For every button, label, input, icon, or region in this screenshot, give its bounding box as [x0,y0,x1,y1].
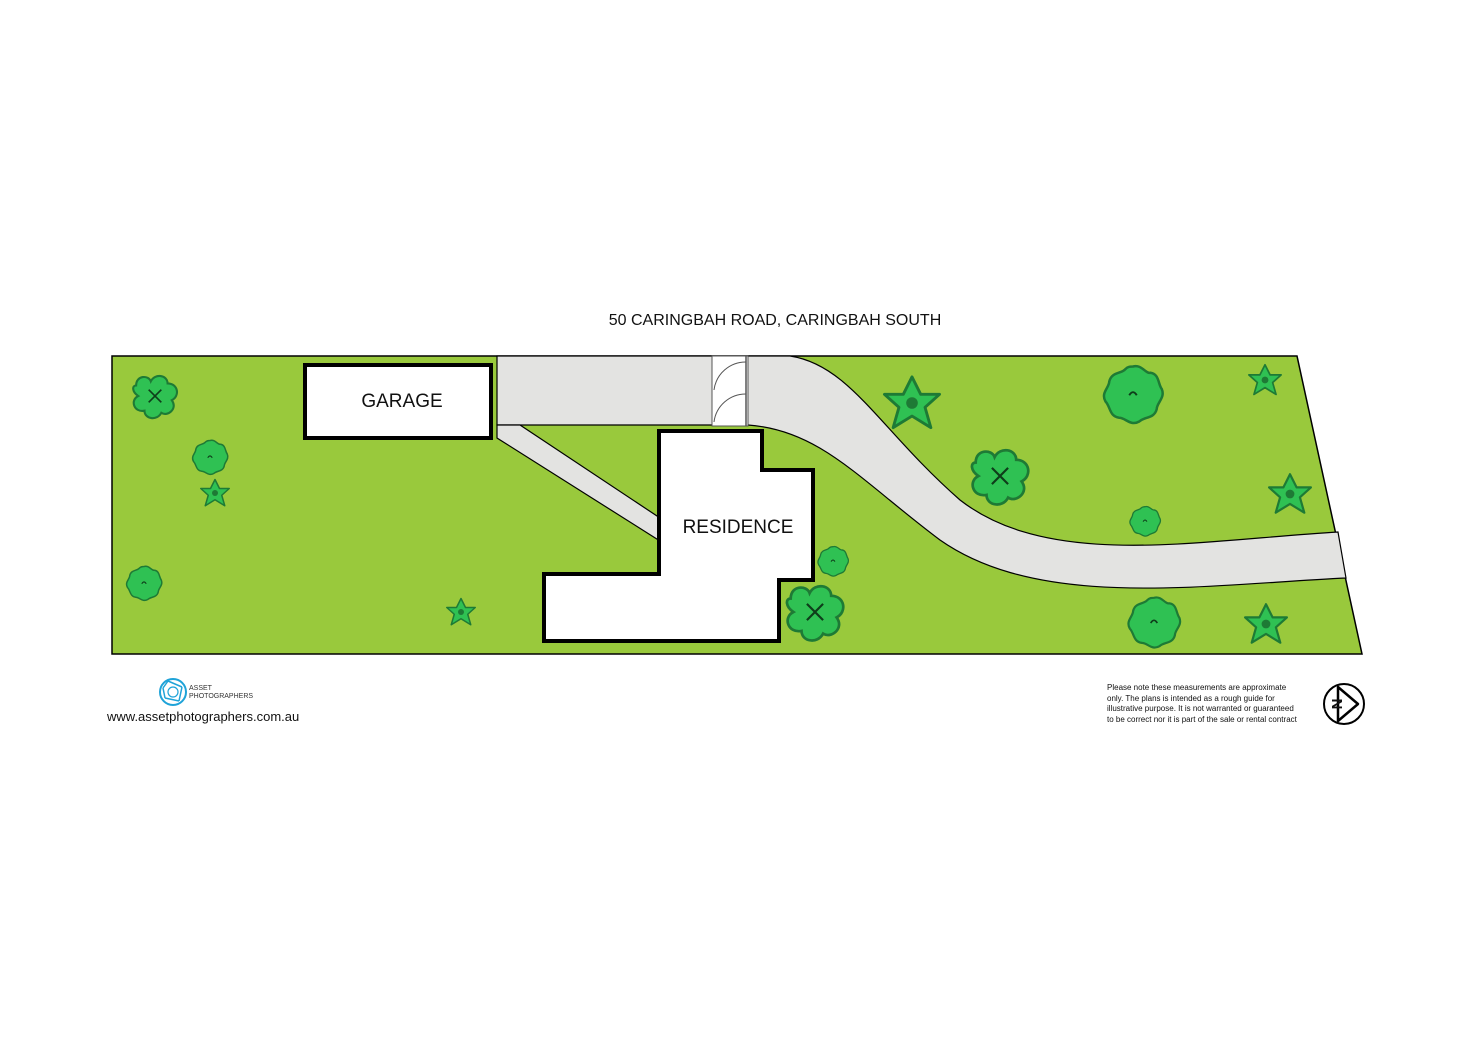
garage-building [303,363,493,440]
tree-bush [125,565,163,602]
tree-bush [817,545,850,577]
garage-label: GARAGE [361,391,442,412]
brand-name: ASSET PHOTOGRAPHERS [189,685,349,701]
page-title: 50 CARINGBAH ROAD, CARINGBAH SOUTH [609,312,942,329]
brand-website: www.assetphotographers.com.au [107,709,300,724]
tree-bush [1127,596,1182,649]
camera-aperture-icon [159,678,187,706]
gate [711,355,749,427]
tree-bush [1102,364,1164,425]
driveway [496,355,1347,589]
tree-bush [191,439,229,476]
tree-bush [1129,505,1162,537]
brand-name-line1: ASSET [189,685,212,692]
brand-name-line2: PHOTOGRAPHERS [189,693,254,700]
north-letter: N [1329,699,1346,710]
residence-label: RESIDENCE [683,517,794,538]
north-arrow-icon: N [1323,683,1365,725]
residence-building [542,429,815,643]
disclaimer-text: Please note these measurements are appro… [1107,683,1297,724]
